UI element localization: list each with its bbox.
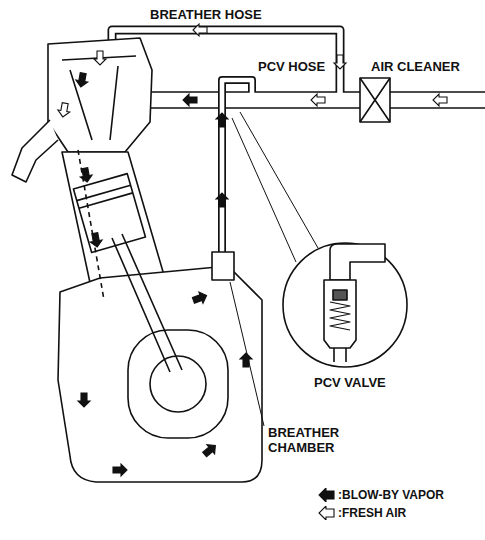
blow-by-arrow xyxy=(113,464,127,476)
fresh-air-arrow xyxy=(193,24,207,36)
blow-by-arrow xyxy=(75,72,89,88)
pcv-valve-elbow xyxy=(330,244,385,280)
breather-chamber xyxy=(212,252,234,280)
exhaust-port xyxy=(12,120,58,182)
blow-by-arrow xyxy=(79,167,93,183)
connecting-rod xyxy=(112,234,182,372)
legend-entry: :FRESH AIR xyxy=(318,506,406,520)
part-label: BREATHER HOSE xyxy=(150,8,280,23)
legend-entry: :BLOW-BY VAPOR xyxy=(318,488,444,502)
air-cleaner-element xyxy=(360,78,390,122)
fresh-air-arrow xyxy=(94,51,106,65)
blow-by-arrow xyxy=(183,94,197,106)
blow-by-arrow xyxy=(89,232,103,248)
detail-circle xyxy=(283,243,407,367)
blow-by-arrow xyxy=(216,193,228,207)
pcv-hose-bore xyxy=(222,80,252,262)
blow-by-arrow xyxy=(201,441,219,459)
valve-gear xyxy=(62,56,136,140)
part-label: PCV VALVE xyxy=(314,376,414,391)
pcv-hose xyxy=(222,80,252,262)
legend-text: :FRESH AIR xyxy=(338,506,406,520)
pcv-valve-nipple xyxy=(334,348,346,362)
fresh-air-arrow xyxy=(334,55,346,69)
intake-pipe xyxy=(390,92,485,108)
crankshaft xyxy=(150,356,206,412)
pcv-spring xyxy=(330,302,350,330)
cylinder-block xyxy=(62,152,166,292)
crankcase xyxy=(58,266,262,482)
leader-line xyxy=(232,112,318,262)
crank-web xyxy=(128,330,228,438)
pcv-plunger xyxy=(333,290,347,300)
blow-by-arrow xyxy=(78,393,90,407)
part-label: PCV HOSE xyxy=(258,60,348,75)
air-cleaner xyxy=(360,78,390,122)
legend-text: :BLOW-BY VAPOR xyxy=(338,488,444,502)
fresh-air-arrow xyxy=(311,94,325,106)
blow-by-arrow xyxy=(216,113,228,127)
blow-by-arrow xyxy=(240,353,252,367)
part-label: AIR CLEANER xyxy=(371,60,481,75)
cylinder-head xyxy=(48,38,152,152)
part-label: BREATHER CHAMBER xyxy=(268,426,363,456)
pcv-valve-body xyxy=(324,280,356,348)
blow-by-arrow xyxy=(191,290,208,306)
fresh-air-arrow xyxy=(57,102,71,118)
fresh-air-arrow xyxy=(433,94,447,106)
legend-arrow xyxy=(318,506,336,520)
blow-by-passage xyxy=(78,150,104,300)
leader-line xyxy=(230,282,264,426)
intake-pipe xyxy=(148,92,360,108)
legend-arrow xyxy=(318,488,336,502)
